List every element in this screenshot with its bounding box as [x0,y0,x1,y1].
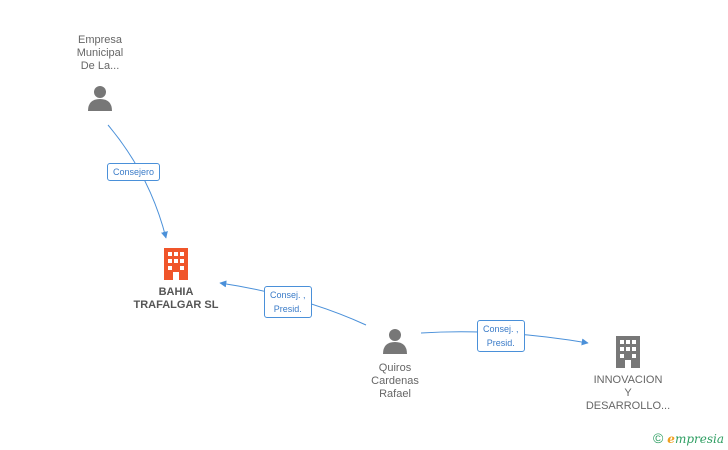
edge-label-consejero[interactable]: Consejero [107,163,161,181]
node-bahia-trafalgar[interactable]: BAHIA TRAFALGAR SL [126,246,226,312]
node-bahia-trafalgar-label: BAHIA TRAFALGAR SL [133,286,219,311]
node-empresa-municipal[interactable]: Empresa Municipal De La... [60,34,140,113]
node-quiros-cardenas-label: Quiros Cardenas Rafael [371,362,419,400]
edge-label-quiros-innovacion[interactable]: Consej. , Presid. [477,320,525,352]
brand-initial: e [667,432,675,446]
edge-label-quiros-bahia[interactable]: Consej. , Presid. [264,286,312,318]
node-innovacion-label: INNOVACION Y DESARROLLO... [585,374,671,412]
person-icon [383,329,407,354]
person-icon [88,86,112,111]
node-empresa-municipal-label: Empresa Municipal De La... [76,34,124,72]
brand-name: empresia [667,432,724,446]
node-innovacion[interactable]: INNOVACION Y DESARROLLO... [578,334,678,413]
empresia-logo: ©empresia [653,430,724,446]
edge-empresa-to-bahia [107,124,168,239]
brand-name-rest: mpresia [674,432,724,446]
node-quiros-cardenas[interactable]: Quiros Cardenas Rafael [355,326,435,401]
copyright-symbol: © [652,430,664,446]
building-icon [616,336,640,368]
building-icon [164,248,188,280]
